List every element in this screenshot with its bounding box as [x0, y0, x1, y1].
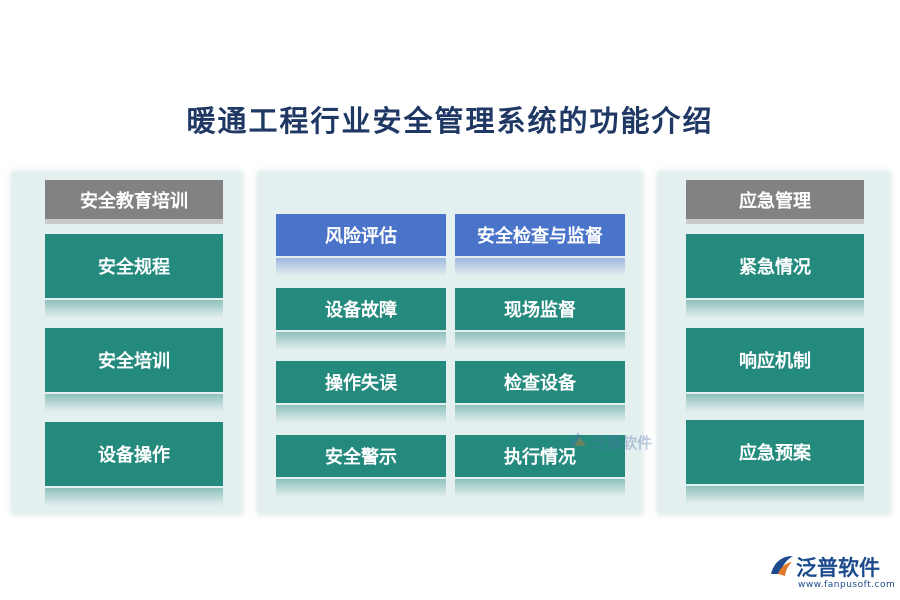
- brand-logo: 泛普软件 www.fanpusoft.com: [768, 552, 898, 598]
- watermark-logo-icon: [570, 432, 586, 446]
- page-title: 暖通工程行业安全管理系统的功能介绍: [186, 104, 714, 138]
- mid-item-equipment-failure: 设备故障: [276, 288, 446, 330]
- left-item-safety-training: 安全培训: [45, 328, 223, 392]
- left-item-equipment-operation: 设备操作: [45, 422, 223, 486]
- left-item-reflection: [45, 394, 223, 412]
- emergency-management-panel: 应急管理 紧急情况 响应机制 应急预案: [658, 172, 890, 514]
- left-item-reflection: [45, 300, 223, 318]
- right-item-reflection: [686, 394, 864, 412]
- emergency-management-header: 应急管理: [686, 180, 864, 224]
- left-item-safety-rules: 安全规程: [45, 234, 223, 298]
- mid-item-reflection: [276, 332, 446, 350]
- right-item-emergency: 紧急情况: [686, 234, 864, 298]
- mid-item-reflection: [276, 258, 446, 276]
- watermark-text: 泛普软件: [592, 434, 653, 452]
- mid-item-reflection: [455, 258, 625, 276]
- mid-item-reflection: [455, 332, 625, 350]
- mid-item-operation-error: 操作失误: [276, 361, 446, 403]
- mid-item-reflection: [276, 405, 446, 423]
- safety-education-panel: 安全教育培训 安全规程 安全培训 设备操作: [12, 172, 242, 514]
- mid-item-risk-assessment: 风险评估: [276, 214, 446, 256]
- mid-item-execution-status: 执行情况: [455, 435, 625, 477]
- left-item-reflection: [45, 488, 223, 506]
- mid-item-reflection: [276, 479, 446, 497]
- right-item-reflection: [686, 300, 864, 318]
- mid-item-check-equipment: 检查设备: [455, 361, 625, 403]
- risk-panel: 风险评估 安全检查与监督 设备故障 现场监督 操作失误 检查设备 安全警示 执行…: [258, 172, 642, 514]
- brand-logo-icon: [771, 556, 793, 576]
- mid-item-reflection: [455, 479, 625, 497]
- right-item-emergency-plan: 应急预案: [686, 420, 864, 484]
- brand-logo-url: www.fanpusoft.com: [798, 580, 896, 590]
- mid-item-reflection: [455, 405, 625, 423]
- watermark: 泛普软件: [566, 428, 656, 464]
- mid-item-safety-warning: 安全警示: [276, 435, 446, 477]
- right-item-reflection: [686, 486, 864, 504]
- right-item-response-mechanism: 响应机制: [686, 328, 864, 392]
- safety-education-header: 安全教育培训: [45, 180, 223, 224]
- brand-logo-text: 泛普软件: [796, 556, 880, 580]
- mid-item-safety-inspection: 安全检查与监督: [455, 214, 625, 256]
- mid-item-site-supervision: 现场监督: [455, 288, 625, 330]
